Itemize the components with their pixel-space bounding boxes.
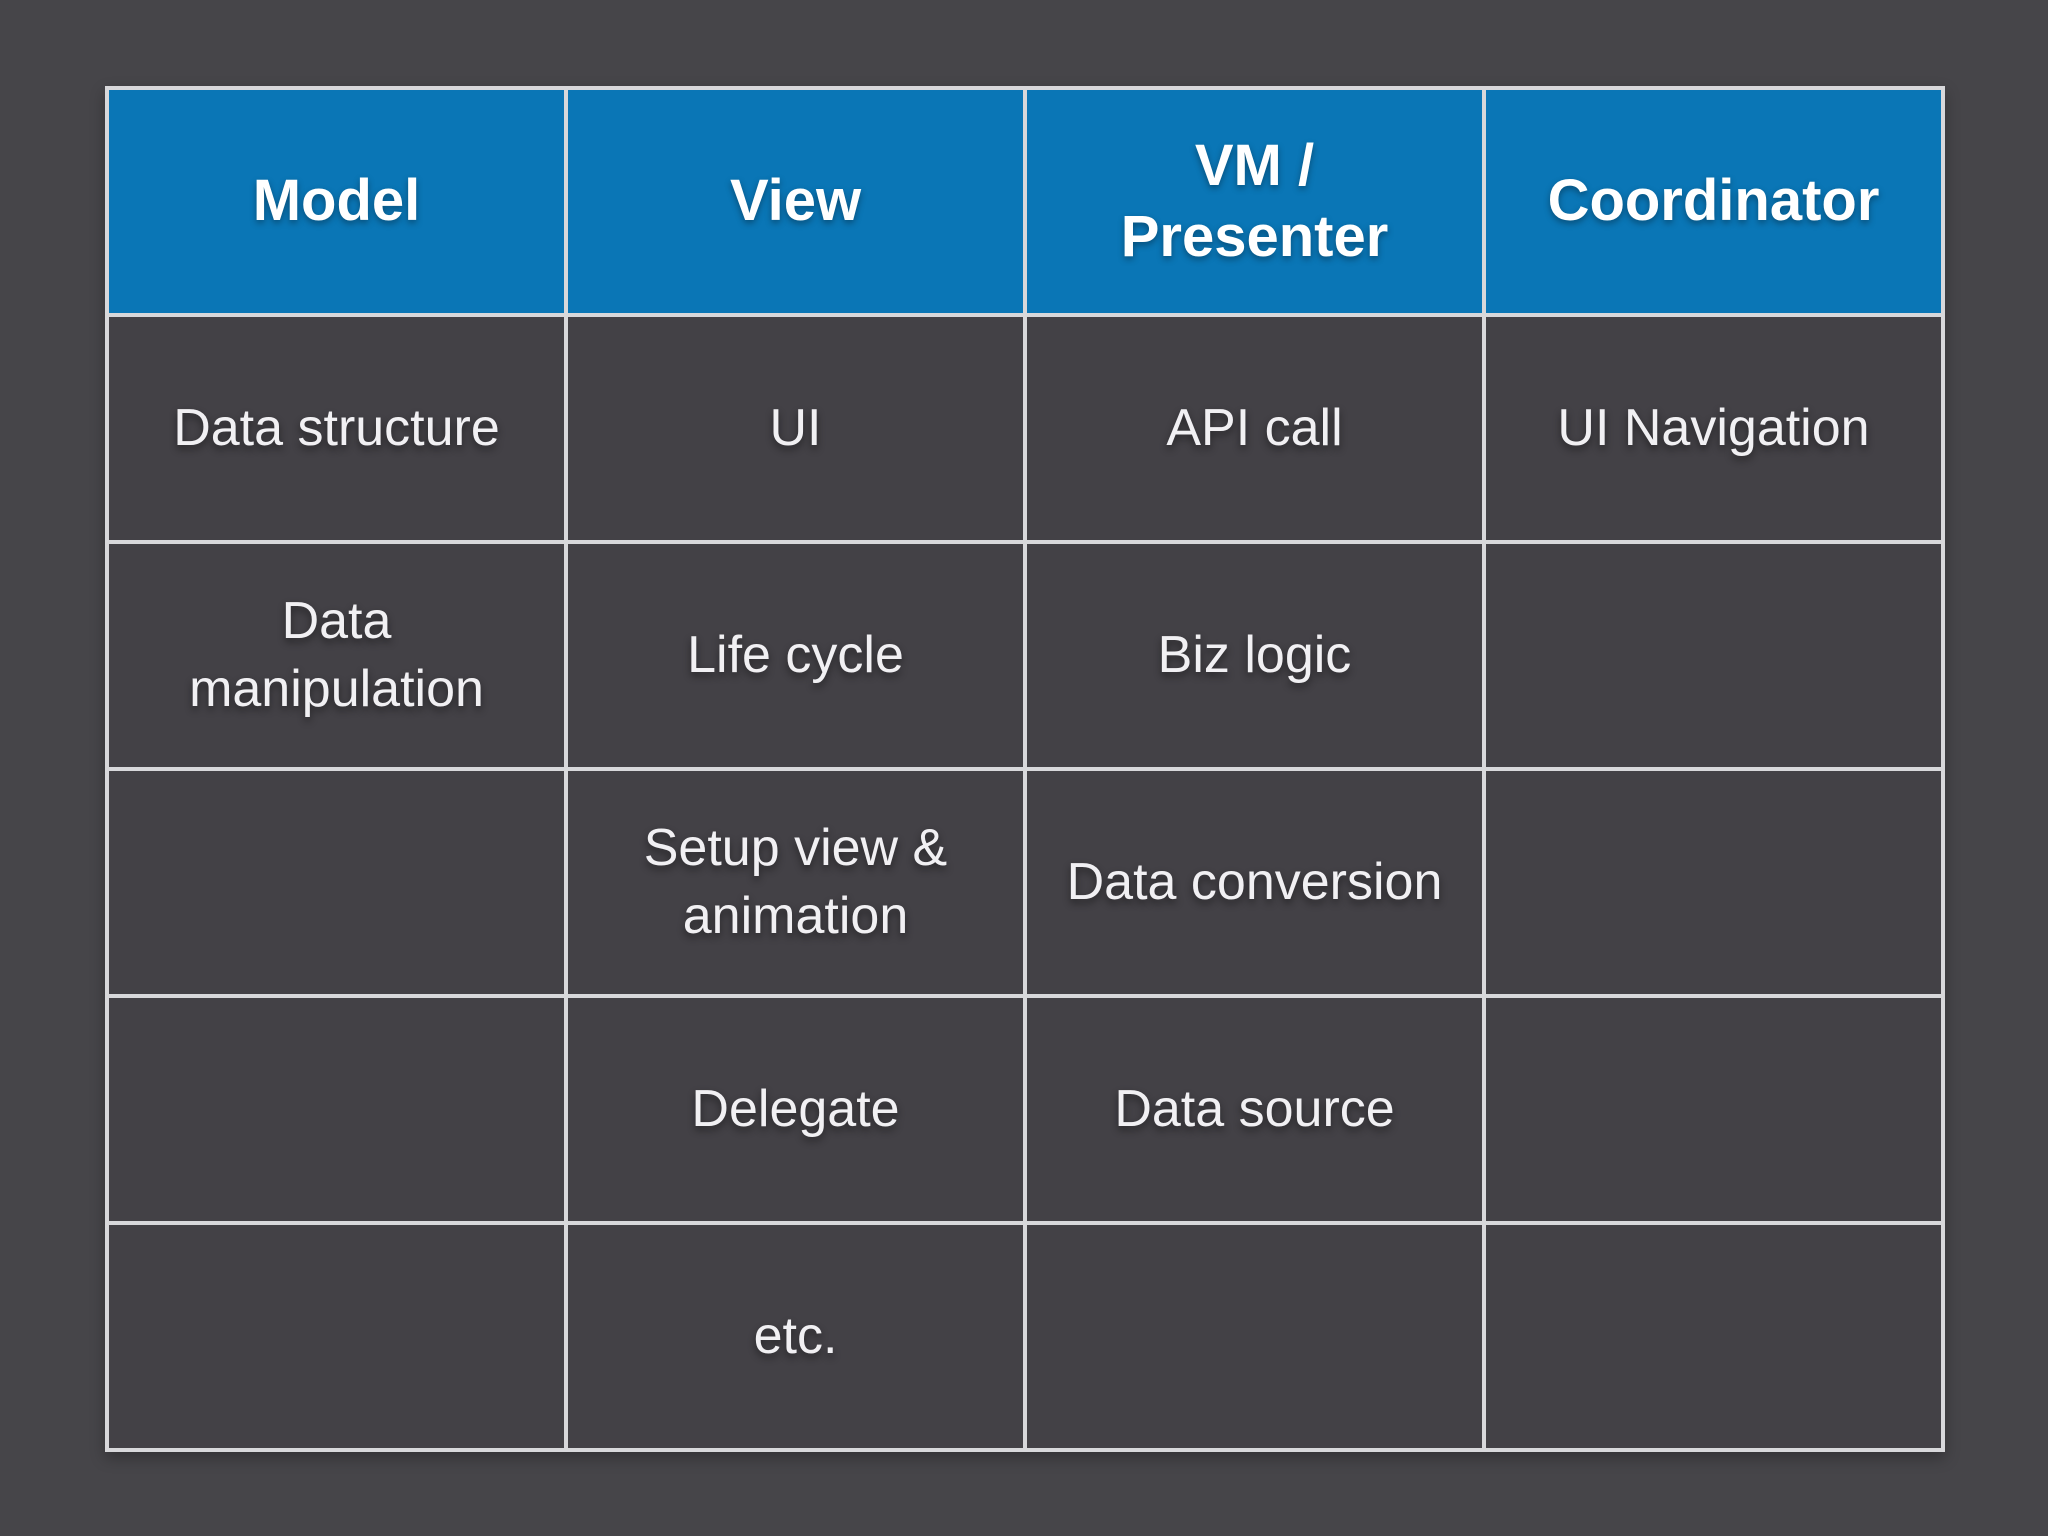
table-cell-view-ui: UI: [564, 313, 1027, 544]
table-cell-empty: [105, 1221, 568, 1452]
table-cell-coordinator-ui-navigation: UI Navigation: [1482, 313, 1945, 544]
table-row: Data structure UI API call UI Navigation: [105, 313, 1945, 544]
table-cell-empty: [1023, 1221, 1486, 1452]
table-row: Delegate Data source: [105, 994, 1945, 1225]
table-row: etc.: [105, 1221, 1945, 1452]
table-row: Setup view & animation Data conversion: [105, 767, 1945, 998]
column-header-coordinator: Coordinator: [1482, 86, 1945, 317]
table-cell-empty: [1482, 994, 1945, 1225]
table-cell-vm-api-call: API call: [1023, 313, 1486, 544]
table-cell-empty: [1482, 767, 1945, 998]
table-cell-view-setup-view-animation: Setup view & animation: [564, 767, 1027, 998]
table-cell-vm-data-source: Data source: [1023, 994, 1486, 1225]
table-row: Data manipulation Life cycle Biz logic: [105, 540, 1945, 771]
table-cell-vm-data-conversion: Data conversion: [1023, 767, 1486, 998]
table-cell-empty: [105, 767, 568, 998]
table-cell-empty: [1482, 540, 1945, 771]
column-header-view: View: [564, 86, 1027, 317]
column-header-vm-presenter: VM / Presenter: [1023, 86, 1486, 317]
table-cell-view-life-cycle: Life cycle: [564, 540, 1027, 771]
header-row: Model View VM / Presenter Coordinator: [105, 86, 1945, 317]
table-cell-model-data-manipulation: Data manipulation: [105, 540, 568, 771]
architecture-responsibilities-table: Model View VM / Presenter Coordinator Da…: [105, 86, 1945, 1452]
column-header-model: Model: [105, 86, 568, 317]
table-cell-empty: [105, 994, 568, 1225]
table-cell-model-data-structure: Data structure: [105, 313, 568, 544]
table-cell-empty: [1482, 1221, 1945, 1452]
table-cell-view-etc: etc.: [564, 1221, 1027, 1452]
table-cell-view-delegate: Delegate: [564, 994, 1027, 1225]
table-cell-vm-biz-logic: Biz logic: [1023, 540, 1486, 771]
